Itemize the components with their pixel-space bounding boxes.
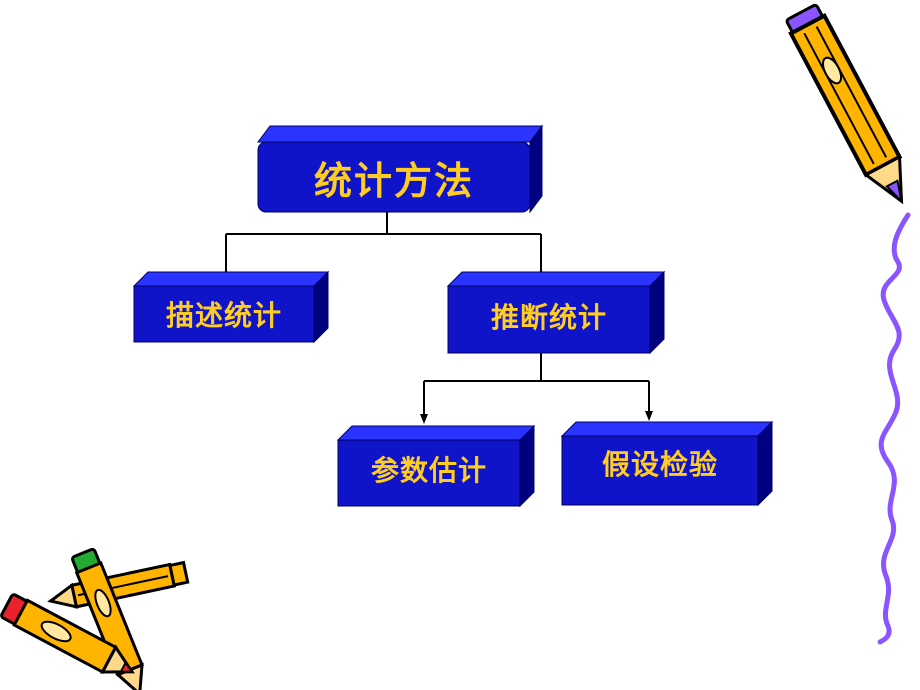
node-label-parameter-estimation: 参数估计 bbox=[370, 454, 487, 487]
box-hypothesis-testing: 假设检验 bbox=[560, 420, 774, 507]
node-label-inferential: 推断统计 bbox=[490, 300, 607, 334]
node-label-descriptive: 描述统计 bbox=[165, 299, 282, 332]
box-root: 统计方法 bbox=[257, 124, 543, 214]
box-parameter-estimation: 参数估计 bbox=[336, 424, 536, 508]
node-label-root: 统计方法 bbox=[313, 158, 474, 203]
node-label-hypothesis-testing: 假设检验 bbox=[601, 447, 718, 481]
box-inferential: 推断统计 bbox=[446, 270, 666, 355]
box-descriptive: 描述统计 bbox=[132, 270, 330, 344]
